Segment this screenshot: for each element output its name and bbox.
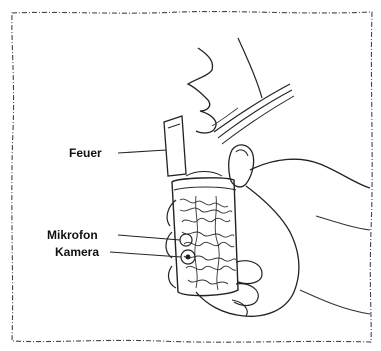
thumb [229,145,254,187]
hand-outline [196,159,370,316]
smoke-stroke-3 [222,96,294,144]
cheek-line [238,38,262,98]
smoke-stroke-4 [212,108,238,126]
finger-1 [236,261,262,284]
thumbnail [236,150,248,156]
kamera-leader [110,252,181,257]
lighter-top-rim [174,187,236,190]
lighter-pattern [180,196,236,290]
lighter-window [186,172,222,177]
wrist-line-2 [300,290,370,314]
lighter-flap-inner [168,124,180,128]
smoke-stroke-1 [214,84,290,132]
feuer-leader [118,150,166,153]
label-mikrofon: Mikrofon [47,228,98,242]
camera-lens [186,255,191,260]
sketch-frame [12,12,372,343]
left-fingers [166,200,176,288]
face-profile [188,48,216,133]
label-kamera: Kamera [55,245,99,259]
wrist-line [316,216,370,230]
label-feuer: Feuer [69,146,102,160]
lighter-flap [164,116,186,176]
microphone-spot [180,234,192,246]
mikrofon-leader [118,235,180,240]
